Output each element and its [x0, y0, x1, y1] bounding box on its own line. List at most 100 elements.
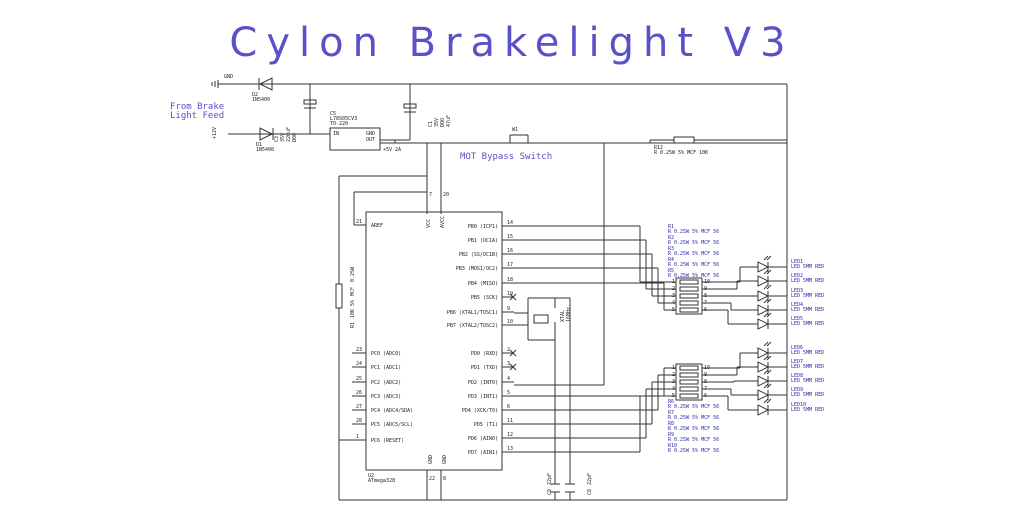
mcu-right-pin-name: PD3 (INT1) — [468, 394, 498, 400]
v5-label: +5V 2A — [383, 147, 401, 153]
r12-value: R 0.25W 5% MCF 10K — [654, 150, 708, 156]
led-ray — [766, 369, 772, 375]
resistor-pin-number: 5 — [672, 307, 675, 313]
r1-tol: 5% — [350, 300, 356, 306]
mcu-right-pin-name: PB3 (MOSI/OC2) — [456, 266, 498, 272]
mcu-left-pin-name: PC2 (ADC2) — [371, 380, 401, 386]
r1-res: 10K — [350, 309, 356, 318]
resistor-element — [679, 393, 699, 399]
mcu-left-pin-name: AREF — [371, 223, 383, 229]
resistor-ref: R4 — [668, 257, 674, 263]
power-wires — [228, 83, 788, 501]
c1-value: 47uF — [446, 115, 452, 127]
reg-ref: C5 — [330, 111, 336, 117]
mcu-right-pin-name: PB7 (XTAL2/TOSC2) — [447, 323, 498, 329]
mcu-right-pin-name: PB4 (MISO) — [468, 281, 498, 287]
c9-value: 22pF — [547, 473, 553, 485]
led-ray — [763, 383, 769, 389]
mcu-right-pin-number: 6 — [507, 404, 510, 410]
mcu-right-pin-name: PD6 (AIN0) — [468, 436, 498, 442]
led-value: LED 5MM RED — [791, 321, 824, 327]
mcu-left-pin-name: PC5 (ADC5/SCL) — [371, 422, 413, 428]
resistor-pin-number: 4 — [672, 300, 675, 306]
resistor-ref: R6 — [668, 399, 674, 405]
mcu-right-pin-number: 12 — [507, 432, 513, 438]
resistor-ref: R10 — [668, 443, 677, 449]
resistor-ref: R9 — [668, 432, 674, 438]
c1-ref: C1 — [428, 121, 434, 127]
led-ray — [766, 355, 772, 361]
resistor-value: R 0.25W 5% MCF 56 — [668, 262, 719, 268]
mcu-right-pin-name: PD5 (T1) — [474, 422, 498, 428]
mcu-right-pin-name: PD4 (XCK/T0) — [462, 408, 498, 414]
mcu-top-pin-name: VCC — [426, 219, 432, 228]
r1-type: MCF — [350, 287, 356, 296]
resistor-ref: R2 — [668, 235, 674, 241]
ground-icon — [211, 80, 228, 88]
capacitor-c9-icon — [550, 483, 560, 493]
c1-v: 35V — [434, 118, 440, 127]
mcu-bottom-pin-name: GND — [442, 455, 448, 464]
led-ray — [763, 355, 769, 361]
mcu-right-pin-name: PB6 (XTAL1/TOSC1) — [447, 310, 498, 316]
led-icon — [757, 361, 770, 373]
c8-ref: C8 — [587, 489, 593, 495]
led-ray — [763, 255, 769, 261]
mcu-right-pin-name: PB0 (ICP1) — [468, 224, 498, 230]
led-ray — [763, 369, 769, 375]
mcu-ref: U2 — [368, 473, 374, 479]
light-feed-label: Light Feed — [170, 111, 224, 121]
led-value: LED 5MM RED — [791, 378, 824, 384]
w1-ref: W1 — [512, 127, 518, 133]
led-ref: LED8 — [791, 373, 803, 379]
resistor-value: R 0.25W 5% MCF 56 — [668, 404, 719, 410]
led-value: LED 5MM RED — [791, 364, 824, 370]
resistor-value: R 0.25W 5% MCF 56 — [668, 273, 719, 279]
mcu-right-pin-name: PB1 (OC1A) — [468, 238, 498, 244]
led-value: LED 5MM RED — [791, 307, 824, 313]
led-ray — [763, 269, 769, 275]
led-icon — [757, 347, 770, 359]
resistor-ref: R1 — [668, 224, 674, 230]
reg-gnd-pin: GND — [366, 131, 375, 137]
mcu-right-pin-number: 17 — [507, 262, 513, 268]
xtal-ref: XTAL — [560, 310, 566, 322]
capacitor-c8-icon — [565, 483, 575, 493]
led-ray — [763, 398, 769, 404]
mcu-right-pin-number: 15 — [507, 234, 513, 240]
led-ref: LED3 — [791, 288, 803, 294]
led-value: LED 5MM RED — [791, 350, 824, 356]
led-ref: LED4 — [791, 302, 803, 308]
mcu-right-pin-number: 5 — [507, 390, 510, 396]
resistor-element — [679, 372, 699, 378]
resistor-value: R 0.25W 5% MCF 56 — [668, 415, 719, 421]
led-value: LED 5MM RED — [791, 407, 824, 413]
resistor-element — [679, 300, 699, 306]
resistor-value: R 0.25W 5% MCF 56 — [668, 437, 719, 443]
resistor-ref: R8 — [668, 421, 674, 427]
led-icon — [757, 389, 770, 401]
mcu-left-pin-number: 21 — [356, 219, 362, 225]
c8-value: 22pF — [587, 473, 593, 485]
mcu-right-pin-number: 14 — [507, 220, 513, 226]
led-ray — [766, 398, 772, 404]
mcu-left-pin-number: 26 — [356, 390, 362, 396]
led-icon — [757, 404, 770, 416]
led-ref: LED10 — [791, 402, 806, 408]
resistor-ref: R5 — [668, 268, 674, 274]
resistor-value: R 0.25W 5% MCF 56 — [668, 448, 719, 454]
mcu-left-pin-number: 25 — [356, 376, 362, 382]
mcu-right-pin-name: PB2 (SS/OC1B) — [459, 252, 498, 258]
mcu-right-pin-number: 16 — [507, 248, 513, 254]
led-ref: LED5 — [791, 316, 803, 322]
mcu-right-pin-number: 3 — [507, 361, 510, 367]
no-connect-mark — [509, 363, 517, 371]
mcu-left-pin-name: PC4 (ADC4/SDA) — [371, 408, 413, 414]
mcu-left-pin-number: 24 — [356, 361, 362, 367]
d1-ref: D1 — [256, 142, 262, 148]
led-ray — [766, 312, 772, 318]
r12-ref: R12 — [654, 145, 663, 151]
resistor-pin-number: 1 — [672, 365, 675, 371]
